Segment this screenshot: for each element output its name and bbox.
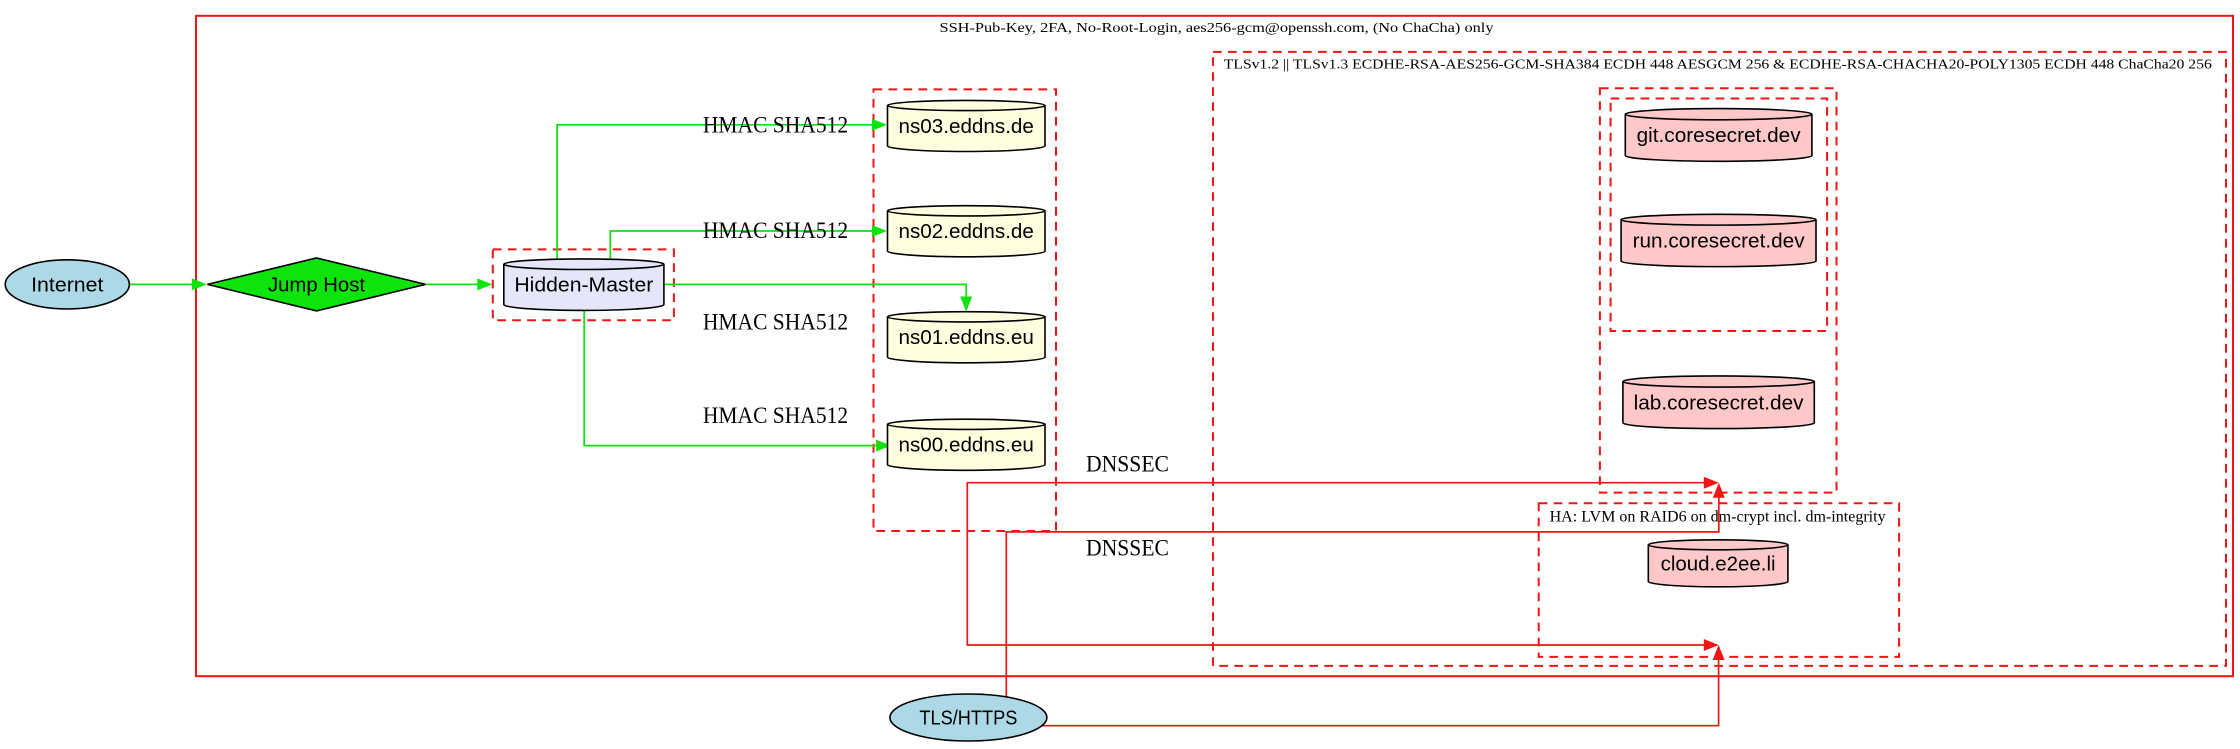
svg-text:SSH-Pub-Key, 2FA, No-Root-Logi: SSH-Pub-Key, 2FA, No-Root-Login, aes256-… [940,21,1494,36]
svg-text:Internet: Internet [31,275,104,297]
svg-text:DNSSEC: DNSSEC [1086,452,1169,477]
svg-text:HMAC SHA512: HMAC SHA512 [703,112,848,137]
svg-text:cloud.e2ee.li: cloud.e2ee.li [1661,553,1776,575]
svg-text:Hidden-Master: Hidden-Master [514,275,653,297]
svg-text:HMAC SHA512: HMAC SHA512 [703,310,848,335]
svg-text:git.coresecret.dev: git.coresecret.dev [1637,125,1801,147]
svg-text:run.coresecret.dev: run.coresecret.dev [1633,231,1805,253]
svg-text:ns00.eddns.eu: ns00.eddns.eu [899,435,1034,457]
svg-text:Jump Host: Jump Host [268,275,365,297]
svg-text:ns01.eddns.eu: ns01.eddns.eu [899,327,1034,349]
svg-text:HMAC SHA512: HMAC SHA512 [703,218,848,243]
svg-text:DNSSEC: DNSSEC [1086,535,1169,560]
svg-text:HA: LVM on RAID6 on dm-crypt i: HA: LVM on RAID6 on dm-crypt incl. dm-in… [1550,508,1886,525]
svg-text:TLSv1.2 || TLSv1.3 ECDHE-RSA-A: TLSv1.2 || TLSv1.3 ECDHE-RSA-AES256-GCM-… [1224,57,2212,72]
svg-text:lab.coresecret.dev: lab.coresecret.dev [1634,393,1804,415]
svg-text:ns03.eddns.de: ns03.eddns.de [899,116,1034,138]
svg-text:ns02.eddns.de: ns02.eddns.de [899,221,1034,243]
svg-text:TLS/HTTPS: TLS/HTTPS [919,708,1017,730]
svg-text:HMAC SHA512: HMAC SHA512 [703,403,848,428]
